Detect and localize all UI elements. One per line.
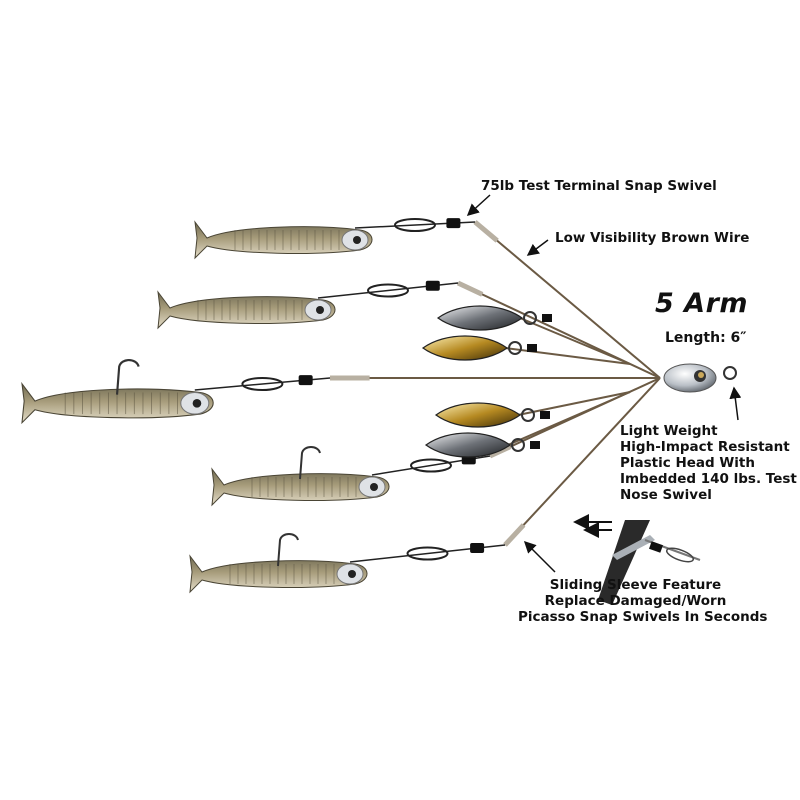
snap-swivel-icon — [354, 218, 476, 232]
product-title: 5 Arm — [655, 288, 749, 319]
swimbait-lure — [21, 359, 214, 425]
head-line-2: High-Impact Resistant — [620, 439, 790, 455]
head-description: Light Weight High-Impact Resistant Plast… — [620, 423, 797, 503]
sliding-sleeve — [456, 280, 484, 297]
head-line-1: Light Weight — [620, 423, 718, 439]
swimbait-lure — [194, 220, 373, 260]
swimbaits — [21, 218, 506, 594]
willow-blade-icon — [436, 305, 631, 365]
willow-blade-icon — [434, 391, 631, 428]
sleeve-line-2: Replace Damaged/Worn — [544, 593, 727, 609]
snap-swivel-icon — [317, 280, 459, 299]
swimbait-lure — [189, 533, 368, 594]
head-line-5: Nose Swivel — [620, 487, 712, 503]
umbrella-head — [663, 363, 737, 393]
callout-arrows — [466, 194, 742, 573]
willow-blade-icon — [421, 335, 631, 365]
snap-swivel-callout: 75lb Test Terminal Snap Swivel — [481, 178, 717, 194]
swimbait-lure — [157, 290, 336, 330]
willow-blades — [421, 305, 631, 458]
swimbait-lure — [211, 446, 390, 507]
head-line-4: Imbedded 140 lbs. Test — [620, 471, 797, 487]
sleeve-line-1: Sliding Sleeve Feature — [549, 577, 722, 593]
wire-arm — [474, 221, 661, 379]
snap-swivel-icon — [194, 375, 331, 391]
head-line-3: Plastic Head With — [620, 455, 755, 471]
nose-swivel-icon — [723, 366, 737, 380]
snap-swivel-icon — [349, 543, 506, 563]
brown-wire-callout: Low Visibility Brown Wire — [555, 230, 750, 246]
sleeve-inset-illustration — [573, 514, 701, 605]
product-length: Length: 6″ — [665, 330, 747, 346]
sleeve-line-3: Picasso Snap Swivels In Seconds — [518, 609, 768, 625]
willow-blade-icon — [424, 391, 631, 458]
sleeve-description: Sliding Sleeve Feature Replace Damaged/W… — [518, 577, 768, 625]
sliding-sleeve — [473, 220, 499, 243]
wire-arm — [489, 377, 661, 457]
wire-arm — [504, 377, 661, 546]
sliding-sleeve — [503, 523, 526, 547]
